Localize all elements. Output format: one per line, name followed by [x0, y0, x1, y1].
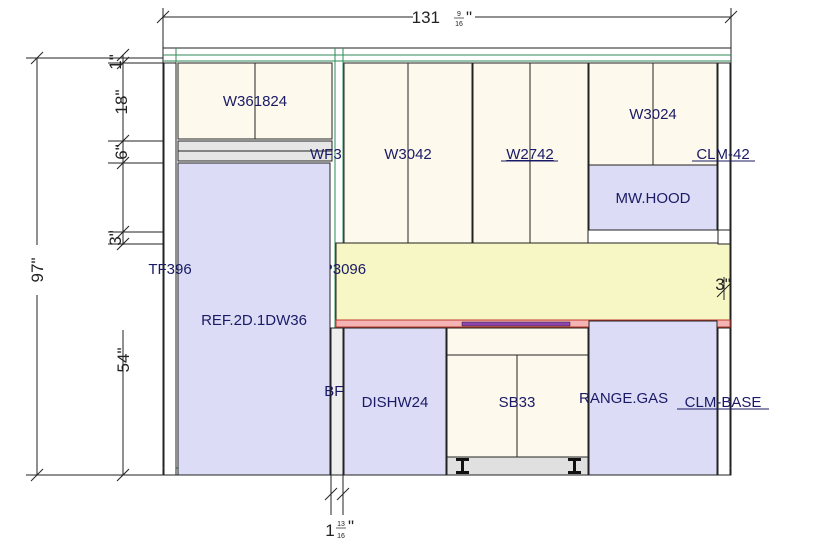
dimension-backsplash: 3": [715, 275, 732, 300]
dim-seg-18: 18": [112, 90, 131, 115]
svg-text:13: 13: [337, 521, 345, 528]
svg-text:": ": [466, 8, 472, 27]
dim-overall-width: 131: [412, 8, 440, 27]
label-wf3: WF3: [310, 146, 342, 163]
cabinet-w3024[interactable]: W3024: [588, 62, 718, 166]
label-dishw24: DISHW24: [362, 394, 429, 411]
appliance-dishwasher[interactable]: DISHW24: [343, 327, 447, 476]
svg-text:9: 9: [457, 11, 461, 18]
dim-total-height: 97": [28, 258, 47, 283]
svg-text:": ": [348, 517, 354, 536]
cabinet-w2742[interactable]: W2742: [472, 62, 589, 244]
dim-seg-1: 1": [106, 54, 125, 70]
column-clm42[interactable]: CLM-42: [692, 62, 755, 244]
dim-seg-54: 54": [114, 348, 133, 373]
backsplash: [335, 229, 731, 321]
dim-seg-3: 3": [106, 230, 125, 246]
dim-backsplash: 3": [715, 275, 731, 294]
label-w3042: W3042: [384, 146, 432, 163]
svg-text:16: 16: [337, 533, 345, 540]
label-tf396: TF396: [148, 261, 191, 278]
label-range: RANGE.GAS: [579, 390, 668, 407]
appliance-mw-hood[interactable]: MW.HOOD: [588, 164, 718, 231]
label-sb33: SB33: [499, 394, 536, 411]
appliance-refrigerator[interactable]: REF.2D.1DW36: [177, 162, 331, 476]
cabinet-sb33[interactable]: SB33: [446, 327, 589, 476]
dimension-overall-width: 131 9 16 ": [156, 8, 738, 48]
cabinet-w361824[interactable]: W361824: [177, 62, 333, 140]
label-ref: REF.2D.1DW36: [201, 312, 307, 329]
cabinet-wf3[interactable]: WF3: [177, 140, 342, 163]
label-clm42: CLM-42: [696, 146, 749, 163]
appliance-range[interactable]: RANGE.GAS: [579, 320, 718, 476]
label-w361824: W361824: [223, 93, 287, 110]
dim-seg-6: 6": [112, 144, 131, 160]
dimension-segments: 1" 18" 6" 3" 54": [106, 48, 163, 482]
label-mw-hood: MW.HOOD: [616, 190, 691, 207]
column-clm-base[interactable]: CLM-BASE: [677, 327, 769, 476]
label-clm-base: CLM-BASE: [685, 394, 762, 411]
svg-text:16: 16: [455, 21, 463, 28]
dim-bottom-gap: 1: [325, 521, 334, 540]
countertop: [335, 319, 731, 328]
filler-tf396[interactable]: TF396: [148, 62, 192, 476]
cabinet-w3042[interactable]: W3042: [343, 62, 473, 244]
dimension-bottom-gap: 1 13 16 ": [324, 475, 354, 540]
dimension-total-height: 97": [26, 51, 163, 482]
label-w3024: W3024: [629, 106, 677, 123]
label-w2742: W2742: [506, 146, 554, 163]
